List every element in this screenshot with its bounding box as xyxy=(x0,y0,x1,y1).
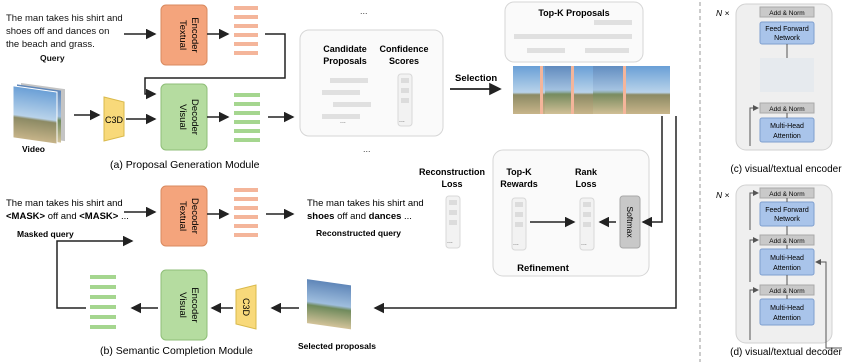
encoder-n-label: N × xyxy=(716,8,730,18)
decoder-addnorm-2-label: Add & Norm xyxy=(769,238,804,245)
topk-rewards-label-2: Rewards xyxy=(500,179,538,189)
rank-loss-column xyxy=(579,197,595,251)
topk-proposal-bars xyxy=(514,20,632,53)
encoder-addnorm-top-label: Add & Norm xyxy=(769,10,804,17)
svg-text:The man takes his shirt and: The man takes his shirt and xyxy=(6,198,123,209)
encoder-mha-label-1: Multi-Head xyxy=(770,123,804,130)
decoder-ffn-label-2: Network xyxy=(774,216,800,223)
textual-decoder-block xyxy=(160,185,208,247)
arrow-topk-to-selected xyxy=(373,116,677,314)
visual-decoder-label-2: Decoder xyxy=(189,99,200,135)
encoder-residual xyxy=(749,105,759,146)
rank-loss-ellipsis: ... xyxy=(581,240,587,247)
topk-proposals-box xyxy=(504,1,644,63)
arrow-text-to-visual-decoder xyxy=(144,33,286,100)
refinement-box xyxy=(492,149,650,277)
encoder-ffn-label-1: Feed Forward xyxy=(765,26,809,33)
selected-proposals-label: Selected proposals xyxy=(298,341,376,351)
visual-encoder-label-2: Encoder xyxy=(189,287,200,322)
query-text: The man takes his shirt and shoes off an… xyxy=(6,13,123,63)
softmax-label: Softmax xyxy=(625,206,635,238)
video-frames xyxy=(12,82,65,145)
svg-text:shoes off and dances ...: shoes off and dances ... xyxy=(307,211,412,222)
recon-loss-label-1: Reconstruction xyxy=(419,167,485,177)
selection-label: Selection xyxy=(455,73,497,84)
topk-rewards-column xyxy=(511,197,527,251)
video-feature-stack xyxy=(234,93,260,142)
decoder-self-mha-label-2: Attention xyxy=(773,315,801,322)
svg-text:<MASK> off and <MASK> ...: <MASK> off and <MASK> ... xyxy=(6,211,129,222)
textual-decoder-label-1: Textual xyxy=(177,201,188,231)
decoder-addnorm-1-label: Add & Norm xyxy=(769,191,804,198)
rank-loss-label-1: Rank xyxy=(575,167,598,177)
topk-video-strip xyxy=(513,66,670,114)
refinement-label: Refinement xyxy=(517,263,570,274)
decoder-self-mha-label-1: Multi-Head xyxy=(770,305,804,312)
decoder-ffn-label-1: Feed Forward xyxy=(765,207,809,214)
svg-text:Reconstructed query: Reconstructed query xyxy=(316,228,401,238)
reconstructed-query: The man takes his shirt and shoes off an… xyxy=(307,198,424,238)
textual-encoder-label-2: Encoder xyxy=(189,17,200,52)
decoder-cross-mha-label-1: Multi-Head xyxy=(770,255,804,262)
c3d-block-b xyxy=(235,284,257,330)
c3d-label-b: C3D xyxy=(241,298,251,317)
svg-text:Masked query: Masked query xyxy=(17,229,74,239)
arrow-topk-to-softmax xyxy=(641,116,663,228)
recon-loss-column xyxy=(445,195,461,249)
selected-proposals-image xyxy=(307,279,351,330)
svg-text:shoes off and dances on: shoes off and dances on xyxy=(6,26,109,37)
c3d-label-a: C3D xyxy=(105,115,124,125)
decoder-cross-mha-label-2: Attention xyxy=(773,265,801,272)
topk-title: Top-K Proposals xyxy=(538,8,609,18)
visual-encoder-label-1: Visual xyxy=(177,292,188,318)
video-label: Video xyxy=(22,144,45,154)
visual-encoder-block xyxy=(160,269,208,341)
candidate-label-1: Candidate xyxy=(323,44,367,54)
svg-text:Query: Query xyxy=(40,53,65,63)
confidence-label-1: Confidence xyxy=(379,44,428,54)
encoder-mha-label-2: Attention xyxy=(773,133,801,140)
softmax-block xyxy=(619,195,641,249)
decoder-addnorm-3-label: Add & Norm xyxy=(769,288,804,295)
encoder-addnorm-bottom-label: Add & Norm xyxy=(769,106,804,113)
decoder-n-label: N × xyxy=(716,190,730,200)
topk-rewards-label-1: Top-K xyxy=(506,167,532,177)
recon-loss-ellipsis: ... xyxy=(447,238,453,245)
textual-encoder-block xyxy=(160,4,208,66)
ellipsis-top: ... xyxy=(360,6,368,16)
visual-decoder-label-1: Visual xyxy=(177,104,188,130)
textual-encoder-label-1: Textual xyxy=(177,20,188,50)
rank-loss-label-2: Loss xyxy=(575,179,596,189)
encoder-addnorm-top xyxy=(759,6,815,18)
module-a-caption: (a) Proposal Generation Module xyxy=(110,159,260,171)
decoder-connections xyxy=(749,190,842,349)
svg-text:The man takes his shirt and: The man takes his shirt and xyxy=(6,13,123,24)
recon-text-feature-stack xyxy=(234,188,258,237)
candidate-label-2: Proposals xyxy=(323,56,367,66)
candidate-proposal-bars xyxy=(322,78,371,119)
recon-loss-label-2: Loss xyxy=(441,179,462,189)
arrow-feats-to-tdecoder xyxy=(56,235,134,309)
confidence-ellipsis: ... xyxy=(399,117,405,124)
svg-text:The man takes his shirt and: The man takes his shirt and xyxy=(307,198,424,209)
encoder-hidden-layers xyxy=(760,58,814,92)
text-feature-stack xyxy=(234,6,258,55)
textual-decoder-label-2: Decoder xyxy=(189,198,200,234)
encoder-ffn-label-2: Network xyxy=(774,35,800,42)
module-b-caption: (b) Semantic Completion Module xyxy=(100,345,253,357)
topk-rewards-ellipsis: ... xyxy=(513,240,519,247)
encoder-caption: (c) visual/textual encoder xyxy=(730,164,842,175)
visual-feature-stack xyxy=(90,275,116,329)
masked-query: The man takes his shirt and <MASK> off a… xyxy=(6,198,129,239)
confidence-label-2: Scores xyxy=(389,56,419,66)
proposal-ellipsis: ... xyxy=(340,118,346,125)
decoder-caption: (d) visual/textual decoder xyxy=(730,347,842,358)
c3d-block-a xyxy=(103,96,125,142)
ellipsis-bottom: ... xyxy=(363,144,371,154)
svg-text:the beach and grass.: the beach and grass. xyxy=(6,39,95,50)
